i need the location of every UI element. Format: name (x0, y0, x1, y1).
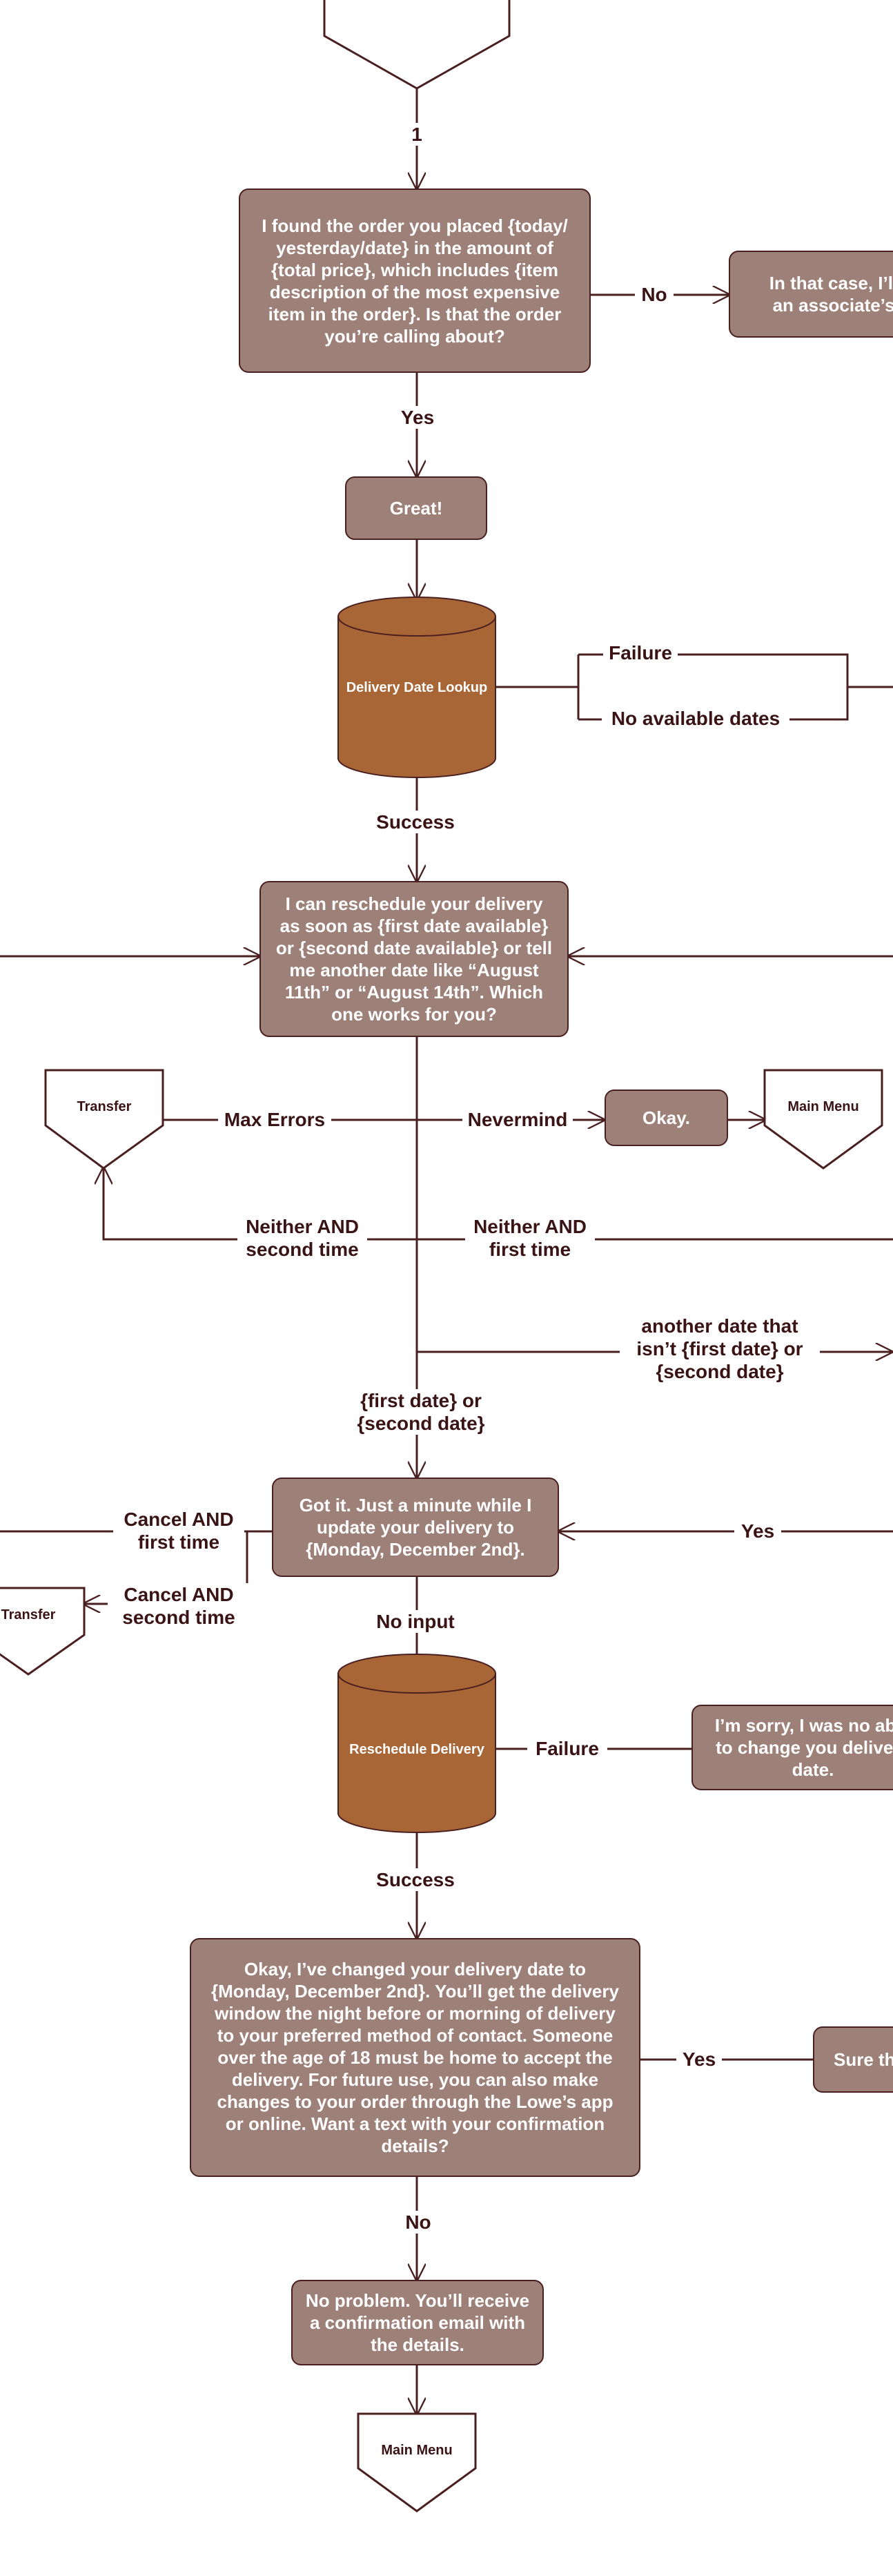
transfer-1-label: Transfer (77, 1098, 132, 1114)
got-it-node: Got it. Just a minute while I update you… (272, 1478, 559, 1577)
send-text-node: Sure th (813, 2026, 893, 2093)
label-nevermind: Nevermind (462, 1108, 573, 1131)
order-confirmation-node: I found the order you placed {today/ yes… (239, 188, 591, 373)
label-success: Success (370, 811, 461, 833)
okay-node: Okay. (605, 1090, 728, 1146)
reschedule-failure-node: I’m sorry, I was no able to change you d… (691, 1705, 893, 1790)
label-yes: Yes (395, 406, 440, 429)
reschedule-delivery-label: Reschedule Delivery (349, 1742, 484, 1757)
great-node: Great! (345, 476, 487, 540)
label-no: No (635, 283, 674, 306)
label-another-date: another date that isn’t {first date} or … (620, 1315, 820, 1383)
delivery-date-lookup-cylinder (337, 597, 496, 778)
reschedule-delivery-cylinder (337, 1654, 496, 1833)
label-success-2: Success (370, 1868, 461, 1891)
no-problem-node: No problem. You’ll receive a confirmatio… (291, 2280, 544, 2365)
label-neither-first-time: Neither AND first time (465, 1215, 595, 1261)
main-menu-1-label: Main Menu (787, 1098, 859, 1114)
label-cancel-first-time: Cancel AND first time (113, 1508, 244, 1553)
label-yes-into-got-it: Yes (734, 1520, 781, 1542)
main-menu-1-shape (763, 1069, 883, 1170)
main-menu-2-shape (357, 2412, 477, 2512)
label-max-errors: Max Errors (218, 1108, 331, 1131)
label-1: 1 (404, 123, 429, 146)
label-neither-second-time: Neither AND second time (237, 1215, 367, 1261)
label-first-or-second-date: {first date} or {second date} (337, 1389, 505, 1435)
label-no-input: No input (367, 1610, 464, 1633)
top-terminator-shape (323, 0, 511, 90)
reschedule-prompt-node: I can reschedule your delivery as soon a… (259, 881, 569, 1037)
label-no-2: No (399, 2211, 438, 2234)
label-yes-text: Yes (676, 2048, 722, 2071)
transfer-2-label: Transfer (1, 1607, 56, 1623)
label-cancel-second-time: Cancel AND second time (108, 1583, 250, 1629)
main-menu-2-label: Main Menu (381, 2442, 453, 2458)
transfer-1-shape (44, 1069, 164, 1170)
delivery-date-lookup-label: Delivery Date Lookup (346, 680, 488, 695)
transfer-associate-node: In that case, I’ll an associate’s (729, 251, 893, 338)
transfer-2-shape (0, 1587, 86, 1676)
changed-confirmation-node: Okay, I’ve changed your delivery date to… (190, 1938, 640, 2177)
edge-lookup-failure-bracket (495, 653, 893, 721)
label-no-available-dates: No available dates (602, 707, 789, 730)
label-failure: Failure (603, 641, 678, 664)
label-failure-2: Failure (527, 1737, 607, 1760)
